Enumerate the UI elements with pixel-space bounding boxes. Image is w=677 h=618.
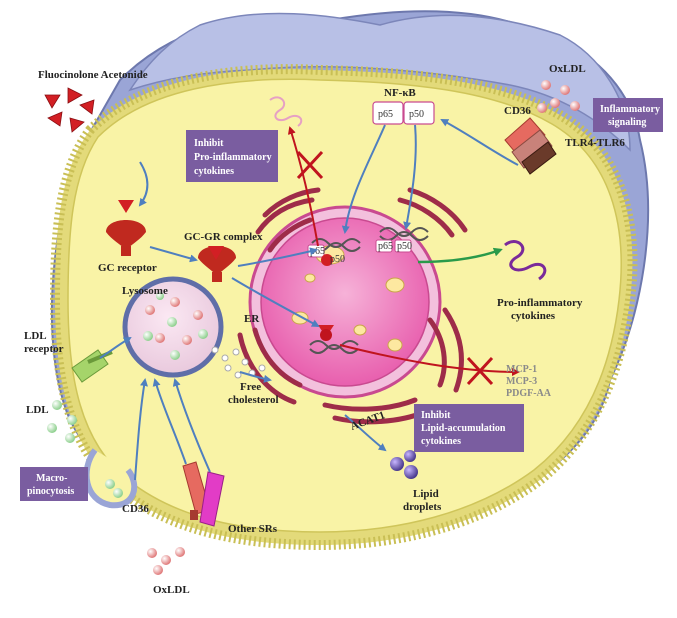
svg-text:p50: p50 [397,241,412,252]
inhibit-lipid-line3: cytokines [421,436,461,447]
ldl-receptor-label-line2: receptor [24,343,64,355]
chemokine-pdgf: PDGF-AA [506,388,552,399]
macro-line1: Macro- [36,473,67,484]
pro-inflammatory-line1: Pro-inflammatory [497,297,583,309]
inhibit-pro-line3: cytokines [194,166,234,177]
blue-arrows [99,119,519,481]
green-arrow [417,247,503,264]
cytokine-squiggle-right [504,240,547,281]
free-cholesterol-line2: cholesterol [228,394,279,406]
cd36-bottom-label: CD36 [122,503,149,515]
lipid-droplets [390,450,418,479]
inflammatory-line1: Inflammatory [600,104,660,115]
lysosome-label: Lysosome [122,285,168,297]
ldl-receptor-label-line1: LDL [24,330,47,342]
macro-box [20,467,88,501]
other-srs-receptor [199,471,225,527]
gc-gr-complex [198,246,236,282]
pinocytosis-particle [105,479,115,489]
cytokine-squiggle-top [269,96,303,127]
lysosome [122,276,224,378]
inflammatory-box [593,98,663,132]
svg-text:p65: p65 [378,241,393,252]
cd36-top-label: CD36 [504,105,531,117]
er-label: ER [244,313,260,325]
inhibit-pro-box [186,130,278,182]
chemokine-mcp1: MCP-1 [506,364,537,375]
inflammatory-line2: signaling [608,117,646,128]
gc-receptor [106,200,146,256]
inhibit-pro-line2: Pro-inflammatory [194,152,272,163]
pro-inflammatory-line2: cytokines [511,310,556,322]
free-cholesterol-line1: Free [240,381,261,393]
other-srs-label: Other SRs [228,523,278,535]
oxldl-top-label: OxLDL [549,63,586,75]
pinocytosis-particle [113,488,123,498]
nucleus-complex-right: p65 p50 [375,239,412,253]
oxldl-bottom-particles [147,547,185,575]
nfkb-title: NF-κB [384,87,416,99]
inhibit-pro-line1: Inhibit [194,138,224,149]
nucleus-gr-marker [318,325,334,341]
nfkb-p65: p65 [378,109,393,120]
chemokine-mcp3: MCP-3 [506,376,537,387]
inhibit-lipid-box [414,404,524,452]
cd36-tlr-receptors [504,117,557,175]
oxldl-top-particles [537,80,580,113]
inhibit-cross-right [466,356,494,386]
drug-molecules [44,87,95,133]
lipid-droplets-line2: droplets [403,501,442,513]
svg-text:p50: p50 [330,254,345,265]
endoplasmic-reticulum [237,187,468,425]
ldl-particles [47,400,77,443]
inhibit-lipid-line1: Inhibit [421,410,451,421]
lipid-droplets-line1: Lipid [413,488,439,500]
free-cholesterol-dots [211,346,266,379]
ldl-label: LDL [26,404,49,416]
red-arrows [287,126,520,376]
nfkb-complex [372,101,435,125]
inhibit-lipid-line2: Lipid-accumulation [421,423,506,434]
nfkb-p50: p50 [409,109,424,120]
oxldl-bottom-label: OxLDL [153,584,190,596]
macro-line2: pinocytosis [27,486,74,497]
outer-cell-fold [128,12,631,152]
gc-ligand-icon [118,200,134,213]
gc-gr-complex-label: GC-GR complex [184,231,263,243]
drug-label: Fluocinolone Acetonide [38,69,148,81]
tlr-label: TLR4-TLR6 [565,137,625,149]
inhibit-cross-top [296,150,324,180]
gc-receptor-label: GC receptor [98,262,157,274]
